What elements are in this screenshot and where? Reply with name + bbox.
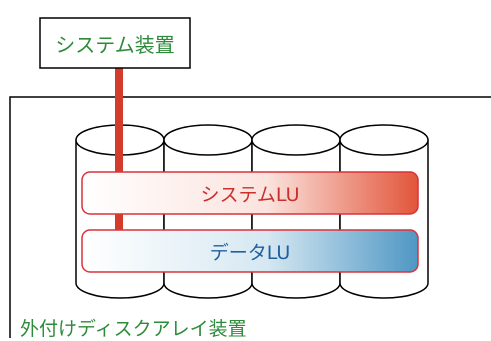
- system-lu-label: システムLU: [200, 183, 300, 206]
- connection-line-lower: [115, 214, 123, 230]
- external-storage-label: 外付けディスクアレイ装置: [20, 318, 247, 340]
- data-lu-box: [81, 229, 419, 273]
- system-device-label: システム装置: [55, 32, 175, 57]
- connection-line: [115, 68, 123, 172]
- system-lu-box: [81, 171, 419, 215]
- data-lu-label: データLU: [209, 241, 291, 264]
- system-device-box: [39, 17, 191, 69]
- external-storage-frame: [9, 96, 491, 338]
